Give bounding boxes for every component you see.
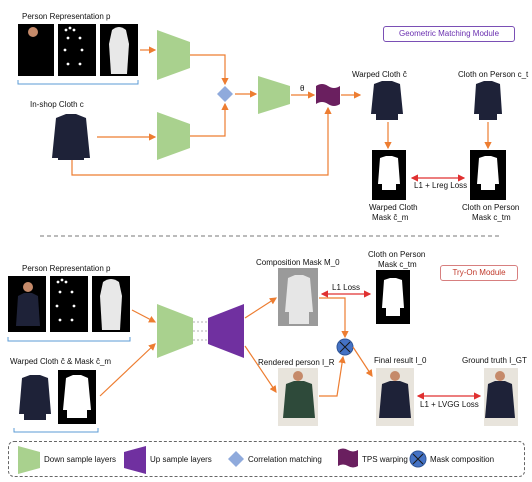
cloth-person-mask-bottom-label-1: Cloth on Person xyxy=(368,250,426,259)
ground-truth-label: Ground truth I_GT xyxy=(462,356,527,365)
geometric-matching-title: Geometric Matching Module xyxy=(383,26,515,42)
warped-cloth-input-image xyxy=(19,375,51,420)
person-representation-panels-bottom xyxy=(8,276,130,332)
inshop-cloth-image xyxy=(52,114,90,160)
cloth-person-mask-label-1: Cloth on Person xyxy=(462,203,520,212)
legend-mask-composition-label: Mask composition xyxy=(430,455,495,464)
loss-label-top: L1 + Lreg Loss xyxy=(414,181,468,190)
inshop-cloth-label: In-shop Cloth c xyxy=(30,100,84,109)
l1-loss-label: L1 Loss xyxy=(332,283,361,292)
bracket-top xyxy=(17,80,139,85)
person-rep-label-bottom: Person Representation p xyxy=(22,264,111,273)
unet-encoder xyxy=(157,304,193,358)
legend-tps-label: TPS warping xyxy=(362,455,408,464)
legend-correlation-label: Correlation matching xyxy=(248,455,322,464)
correlation-matching-node xyxy=(217,86,233,102)
cloth-person-mask-bottom-label-2: Mask c_tm xyxy=(378,260,417,269)
warped-mask-label-1: Warped Cloth xyxy=(369,203,418,212)
warped-cloth-image xyxy=(371,81,403,120)
legend-up-sample-icon xyxy=(124,446,146,474)
down-sample-layer xyxy=(157,112,190,160)
cloth-person-mask-label-2: Mask c_tm xyxy=(472,213,511,222)
final-loss-label: L1 + LVGG Loss xyxy=(420,400,479,409)
warped-cloth-label: Warped Cloth ĉ xyxy=(352,70,407,79)
bracket-inputs xyxy=(13,428,99,433)
legend-box xyxy=(8,441,525,477)
legend-tps-icon xyxy=(338,448,358,468)
bracket-bottom xyxy=(7,337,131,342)
cloth-on-person-image xyxy=(474,81,502,120)
legend-down-sample-icon xyxy=(18,446,40,474)
regression-network xyxy=(258,76,290,114)
unet-decoder xyxy=(208,304,244,358)
theta-label: θ xyxy=(300,84,305,93)
final-result-label: Final result I_0 xyxy=(374,356,427,365)
person-rep-label-top: Person Representation p xyxy=(22,12,111,21)
person-representation-panels-top xyxy=(18,24,138,76)
legend-up-sample-label: Up sample layers xyxy=(150,455,212,464)
legend-correlation-icon xyxy=(228,451,244,467)
tps-warping-node xyxy=(316,84,340,106)
composition-mask-label: Composition Mask M_0 xyxy=(256,258,340,267)
warped-mask-label-2: Mask ĉ_m xyxy=(372,213,409,222)
tryon-title: Try-On Module xyxy=(440,265,518,281)
warped-input-label: Warped Cloth ĉ & Mask ĉ_m xyxy=(10,357,112,366)
cloth-on-person-label: Cloth on Person c_t xyxy=(458,70,529,79)
down-sample-layer xyxy=(157,30,190,80)
legend-down-sample-label: Down sample layers xyxy=(44,455,117,464)
rendered-person-label: Rendered person I_R xyxy=(258,358,335,367)
